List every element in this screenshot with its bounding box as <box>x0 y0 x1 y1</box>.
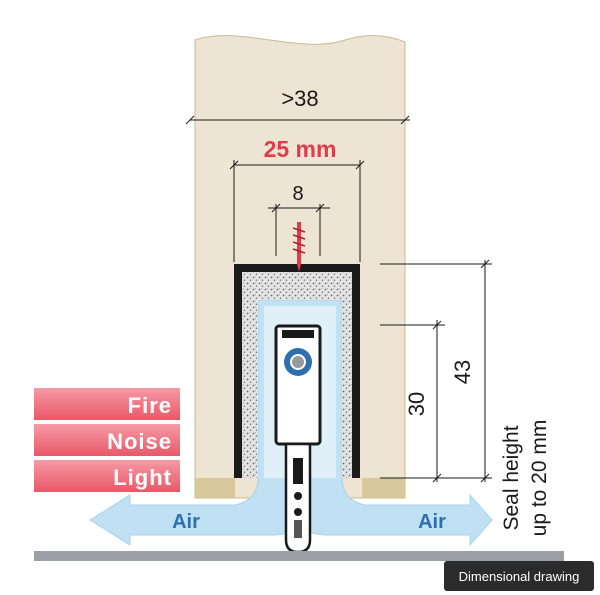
seal-pin-1 <box>294 492 302 500</box>
floor <box>34 551 564 561</box>
seal-slot-1 <box>293 458 303 484</box>
dim-seal-height: 43 <box>450 360 475 384</box>
fire-label: Fire <box>128 393 172 418</box>
door-bottom-right <box>362 478 405 498</box>
noise-band <box>34 424 180 456</box>
seal-top-cap <box>282 330 314 338</box>
dim-screw-spacing: 8 <box>292 183 303 205</box>
air-left-label: Air <box>172 511 200 533</box>
seal-slot-2 <box>294 520 302 538</box>
dim-groove-width: 25 mm <box>264 136 337 162</box>
bolt-hex <box>290 354 306 370</box>
seal-pin-2 <box>294 508 302 516</box>
dim-retracted-height: 30 <box>404 392 429 416</box>
foam-insulation <box>242 272 352 478</box>
light-band <box>34 460 180 492</box>
caption-badge: Dimensional drawing <box>444 561 594 591</box>
seal-note-line1: Seal height <box>500 425 523 530</box>
noise-label: Noise <box>107 429 172 454</box>
light-label: Light <box>113 465 172 490</box>
dim-door-width: >38 <box>281 86 318 111</box>
screw-icon <box>292 222 306 272</box>
seal-note-line2: up to 20 mm <box>528 420 551 537</box>
seal-carrier <box>274 324 322 446</box>
fire-band <box>34 388 180 420</box>
air-right-label: Air <box>418 511 446 533</box>
door-bottom-left <box>195 478 235 498</box>
